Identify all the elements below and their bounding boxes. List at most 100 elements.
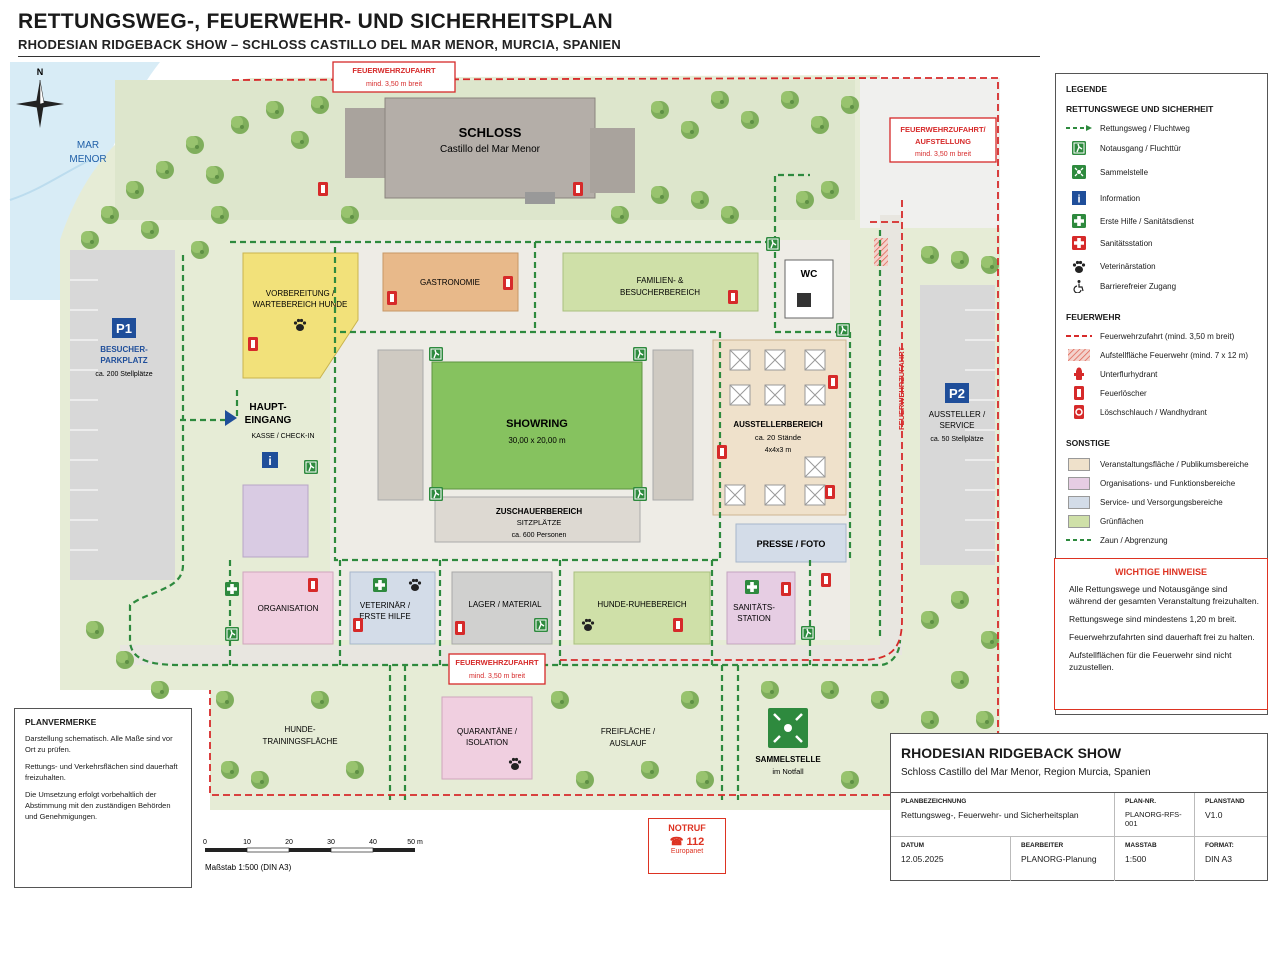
showring (431, 361, 643, 490)
legend-fire-lane: Feuerwehrzufahrt (mind. 3,50 m breit) (1066, 328, 1234, 344)
storage-label: LAGER / MATERIAL (468, 600, 542, 609)
p1-parking (70, 250, 175, 580)
phone-icon: ☎ (669, 836, 684, 848)
sea-label-2: MENOR (69, 154, 106, 165)
vet-area (349, 571, 436, 645)
p1-badge-text: P1 (116, 321, 132, 336)
plan-nr-key: PLAN-NR. (1125, 798, 1157, 805)
title-divider (18, 56, 1040, 57)
entrance-arrow-icon (225, 410, 237, 426)
compass-north-label: N (37, 67, 44, 77)
scale-tick-10: 10 (243, 839, 251, 846)
training-label-2: TRAININGSFLÄCHE (262, 737, 337, 746)
p2-badge (945, 383, 969, 403)
showring-label: SHOWRING (506, 418, 568, 430)
press-label: PRESSE / FOTO (757, 539, 826, 549)
escape-routes (128, 173, 902, 800)
prep-label-2: WARTEBEREICH HUNDE (253, 300, 348, 309)
emergency-number: 112 (686, 836, 705, 848)
emergency-call-box: NOTRUF ☎ 112 Europanet (648, 818, 726, 874)
scale-key: MASSTAB (1125, 842, 1157, 849)
p1-label-2: PARKPLATZ (100, 356, 147, 365)
spectator-label-3: ca. 600 Personen (512, 532, 567, 539)
entrance-label-3: KASSE / CHECK-IN (251, 433, 314, 440)
freearea-label-1: FREIFLÄCHE / (601, 727, 656, 736)
important-note-3: Feuerwehrzufahrten sind dauerhaft frei z… (1069, 632, 1255, 642)
showring-size: 30,00 x 20,00 m (508, 436, 566, 445)
legend-org-area: Organisations- und Funktionsbereiche (1066, 475, 1235, 491)
legend-green-area: Grünflächen (1066, 513, 1144, 529)
legend-emergency-exit: Notausgang / Fluchttür (1066, 140, 1181, 156)
important-note-2: Rettungswege sind mindestens 1,20 m brei… (1069, 614, 1237, 624)
legend-service-area-label: Service- und Versorgungsbereiche (1100, 497, 1223, 507)
vet-label-1: VETERINÄR / (360, 601, 411, 610)
fire-access-right-label-1: FEUERWEHRZUFAHRT/ (900, 125, 986, 134)
legend-accessible-label: Barrierefreier Zugang (1100, 281, 1177, 291)
scale-tick-20: 20 (285, 839, 293, 846)
legend-vet-station-label: Veterinärstation (1100, 261, 1156, 271)
legend-information: i Information (1066, 190, 1140, 206)
format-key: FORMAT: (1205, 842, 1234, 849)
scale-tick-30: 30 (327, 839, 335, 846)
wc-label: WC (801, 269, 818, 280)
org-area-swatch (1068, 476, 1090, 490)
important-notes-title: WICHTIGE HINWEISE (1115, 567, 1207, 577)
format-value: DIN A3 (1205, 854, 1232, 864)
spectator-seats-bottom (434, 496, 641, 543)
legend-title: LEGENDE (1066, 84, 1108, 94)
author-key: BEARBEITER (1021, 842, 1064, 849)
first-aid-icon (225, 582, 239, 596)
legend-fence-label: Zaun / Abgrenzung (1100, 535, 1168, 545)
event-name: RHODESIAN RIDGEBACK SHOW (901, 745, 1122, 761)
legend-hose-label: Löschschlauch / Wandhydrant (1100, 407, 1207, 417)
castle-sublabel: Castillo del Mar Menor (440, 144, 541, 155)
fire-access-bottom-label: FEUERWEHRZUFAHRT (455, 658, 539, 667)
emergency-sub: Europanet (670, 848, 704, 855)
legend-emergency-exit-label: Notausgang / Fluchttür (1100, 143, 1181, 153)
legend-assembly-point-label: Sammelstelle (1100, 167, 1149, 177)
green-area-swatch (1068, 514, 1090, 528)
spectator-stand-left (377, 349, 424, 501)
scale-label: Maßstab 1:500 (DIN A3) (205, 863, 292, 872)
compass-icon (16, 79, 64, 128)
plan-status-value: V1.0 (1205, 810, 1223, 820)
wc-building (784, 259, 834, 319)
family-area (562, 252, 759, 312)
gastronomy-area (382, 252, 519, 312)
training-label-1: HUNDE- (284, 725, 315, 734)
plan-notes-title: PLANVERMERKE (25, 717, 97, 727)
legend-assembly-point: Sammelstelle (1066, 164, 1148, 180)
legend-first-aid-label: Erste Hilfe / Sanitätsdienst (1100, 216, 1194, 226)
svg-text:i: i (1077, 194, 1080, 206)
fire-access-bottom-width: mind. 3,50 m breit (469, 673, 525, 680)
page-subtitle: RHODESIAN RIDGEBACK SHOW – SCHLOSS CASTI… (18, 37, 621, 52)
legend-hose: Löschschlauch / Wandhydrant (1066, 404, 1207, 420)
family-label-2: BESUCHERBEREICH (620, 288, 700, 297)
p1-badge (112, 318, 136, 338)
freearea-label-2: AUSLAUF (610, 739, 647, 748)
exhibitor-label-2: ca. 20 Stände (755, 433, 801, 442)
medic-station-legend-icon (1072, 236, 1086, 250)
storage-area (451, 571, 553, 645)
assembly-point-icon (768, 708, 808, 748)
vet-label-2: ERSTE HILFE (359, 612, 411, 621)
p2-badge-text: P2 (949, 386, 965, 401)
site-map[interactable]: SCHLOSS Castillo del Mar Menor VORBEREIT… (0, 0, 1050, 900)
legend-escape-route-label: Rettungsweg / Fluchtweg (1100, 123, 1190, 133)
fire-access-right-width: mind. 3,50 m breit (915, 151, 971, 158)
extinguisher-icon (1074, 386, 1084, 400)
important-note-4: Aufstellflächen für die Feuerwehr sind n… (1069, 650, 1232, 672)
fire-access-vertical-label: FEUERWEHRZUFAHRT (897, 346, 906, 430)
p2-label-2: SERVICE (940, 421, 975, 430)
legend-event-area-label: Veranstaltungsfläche / Publikumsbereiche (1100, 459, 1249, 469)
assembly-label-2: im Notfall (772, 767, 804, 776)
plan-name-key: PLANBEZEICHNUNG (901, 798, 967, 805)
scale-tick-40: 40 (369, 839, 377, 846)
legend-medic-station-label: Sanitätsstation (1100, 238, 1153, 248)
information-glyph: i (268, 454, 271, 468)
fire-access-top-label: FEUERWEHRZUFAHRT (352, 66, 436, 75)
legend-org-area-label: Organisations- und Funktionsbereiche (1100, 478, 1236, 488)
emergency-title: NOTRUF (668, 823, 706, 833)
legend-fire-setup: Aufstellfläche Feuerwehr (mind. 7 x 12 m… (1066, 347, 1248, 363)
organisation-label: ORGANISATION (258, 604, 319, 613)
